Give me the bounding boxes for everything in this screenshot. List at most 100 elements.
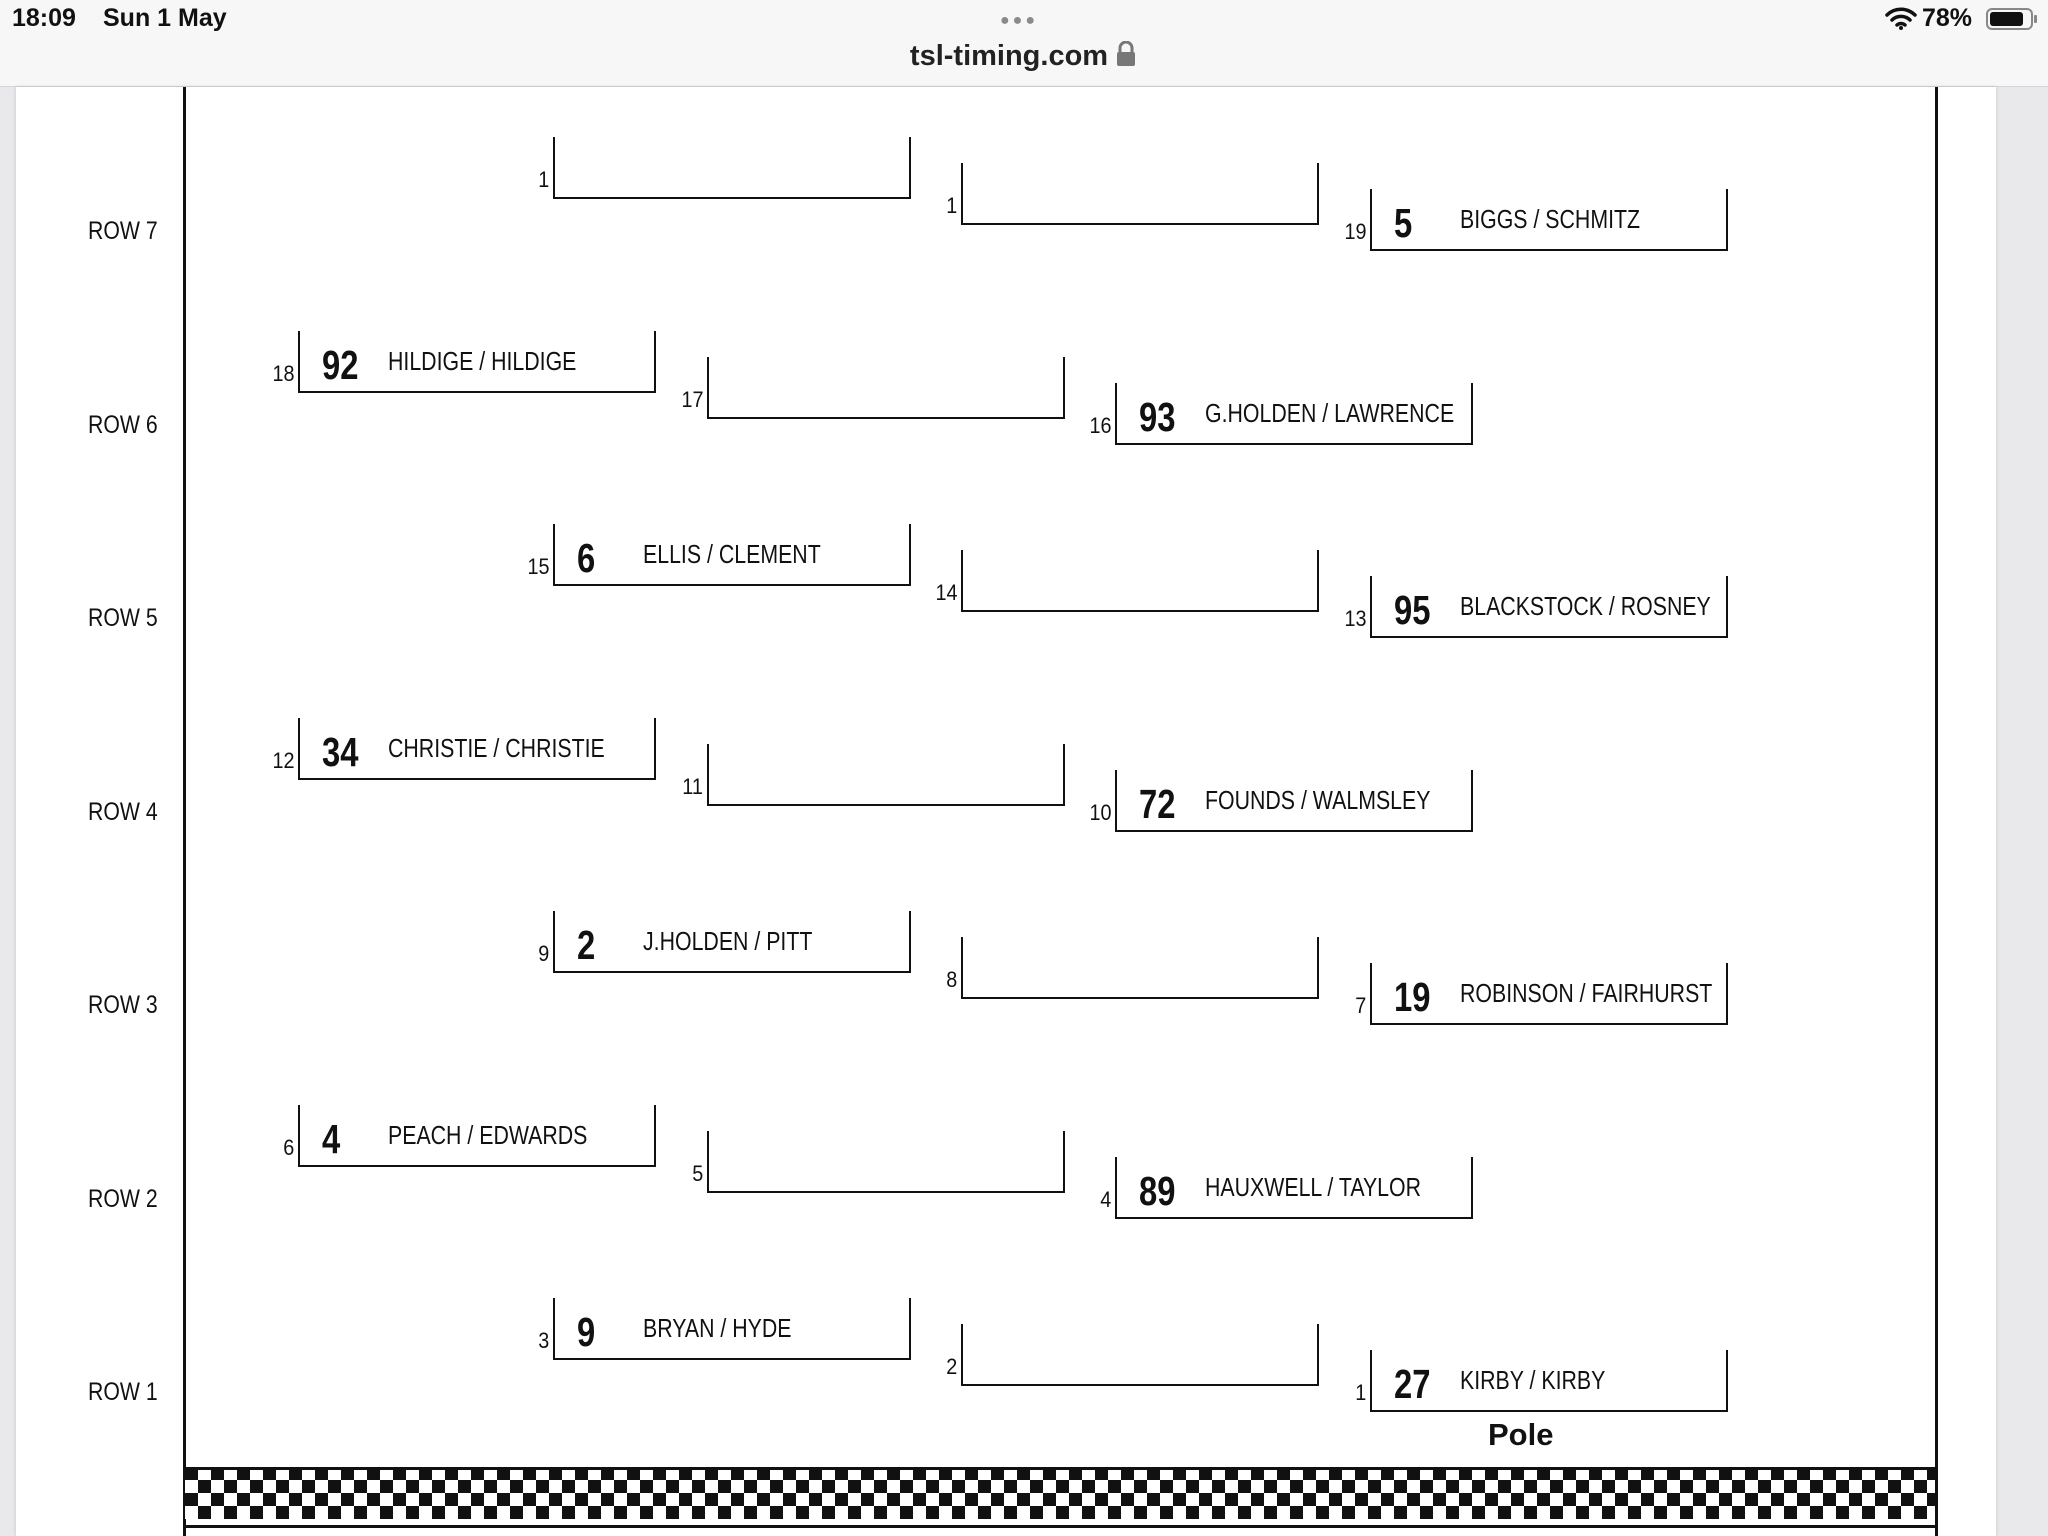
grid-slot: 2 [946, 1324, 1319, 1386]
car-number: 34 [322, 728, 359, 775]
grid-position: 11 [682, 773, 703, 799]
grid-position: 18 [271, 360, 294, 386]
bottom-rule [185, 1525, 1935, 1528]
grid-position: 13 [1343, 606, 1366, 631]
slot-box [298, 330, 656, 393]
car-number: 4 [322, 1115, 341, 1162]
driver-names: BIGGS / SCHMITZ [1460, 204, 1641, 234]
slot-box [553, 137, 911, 199]
grid-position: 1 [1354, 1380, 1366, 1405]
car-number: 93 [1139, 393, 1176, 440]
grid-slot: 19 5 BIGGS / SCHMITZ [1344, 189, 1728, 251]
car-number: 89 [1139, 1167, 1176, 1214]
grid-position: 16 [1088, 412, 1111, 438]
slot-box [961, 1324, 1319, 1386]
battery-percent: 78% [1922, 4, 1973, 32]
grid-position: 17 [680, 386, 703, 412]
slot-box [707, 743, 1065, 806]
grid-position: 5 [691, 1160, 703, 1186]
grid-position: 14 [934, 580, 957, 605]
slot-box [553, 1298, 911, 1360]
grid-position: 3 [537, 1328, 549, 1353]
slot-box [1370, 189, 1728, 251]
grid-slot: 18 92 HILDIGE / HILDIGE [272, 330, 656, 393]
slot-box [961, 937, 1319, 999]
slot-box [553, 911, 911, 973]
pole-label: Pole [1488, 1417, 1554, 1452]
slot-box [707, 356, 1065, 419]
driver-names: HAUXWELL / TAYLOR [1205, 1171, 1422, 1202]
row-label: ROW 5 [88, 604, 158, 632]
grid-position: 12 [271, 747, 294, 773]
car-number: 27 [1394, 1361, 1431, 1407]
grid-slot: 11 [682, 743, 1065, 806]
grid-position: 6 [282, 1134, 294, 1160]
driver-names: BRYAN / HYDE [643, 1313, 792, 1343]
driver-names: J.HOLDEN / PITT [643, 926, 813, 956]
row-label: ROW 2 [88, 1184, 158, 1213]
car-number: 5 [1394, 200, 1413, 246]
slot-box [553, 524, 911, 586]
grid-slot: 5 [692, 1130, 1065, 1193]
slot-box [298, 717, 656, 780]
grid-slot: 1 [538, 137, 911, 199]
grid-position: 10 [1088, 799, 1111, 825]
lock-icon [1117, 41, 1136, 66]
car-number: 72 [1139, 780, 1176, 827]
grid-slot: 13 95 BLACKSTOCK / ROSNEY [1344, 576, 1728, 638]
driver-names: HILDIGE / HILDIGE [388, 345, 577, 376]
car-number: 2 [577, 922, 596, 968]
car-number: 95 [1394, 587, 1431, 633]
slot-box [1115, 382, 1473, 445]
row-label: ROW 6 [88, 410, 158, 439]
grid-position: 2 [945, 1354, 957, 1379]
grid-slot: 1 [946, 163, 1319, 225]
driver-names: CHRISTIE / CHRISTIE [388, 732, 605, 763]
grid-slot: 12 34 CHRISTIE / CHRISTIE [272, 717, 656, 780]
grid-position: 8 [945, 967, 957, 992]
grid-position: 1 [945, 193, 957, 218]
grid-position: 9 [537, 941, 549, 966]
slot-box [961, 550, 1319, 612]
slot-box [1370, 963, 1728, 1025]
driver-names: ROBINSON / FAIRHURST [1460, 978, 1713, 1008]
status-bar: 18:09 Sun 1 May ●●● tsl-timing.com 78% [0, 0, 2048, 87]
grid-slot: 14 [935, 550, 1319, 612]
slot-box [961, 163, 1319, 225]
driver-names: BLACKSTOCK / ROSNEY [1460, 591, 1711, 621]
row-label: ROW 7 [88, 217, 158, 245]
chequered-flag-band [185, 1467, 1935, 1519]
grid-slot: 17 [681, 356, 1065, 419]
grid-slot: 8 [946, 937, 1319, 999]
slot-box [1370, 1350, 1728, 1412]
address-bar[interactable]: tsl-timing.com [0, 40, 2048, 73]
driver-names: KIRBY / KIRBY [1460, 1365, 1606, 1395]
frame-right-border [1935, 87, 1938, 1536]
slot-box [1115, 769, 1473, 832]
slot-box [1370, 576, 1728, 638]
battery-icon [1986, 8, 2037, 30]
more-dots-icon[interactable]: ●●● [1000, 12, 1038, 29]
grid-slot: 1 27 KIRBY / KIRBY [1355, 1350, 1728, 1412]
slot-box [298, 1104, 656, 1167]
grid-sheet [16, 87, 1996, 1536]
grid-position: 15 [526, 554, 549, 579]
wifi-icon [1885, 7, 1917, 30]
row-label: ROW 3 [88, 991, 158, 1019]
status-date: Sun 1 May [103, 4, 227, 32]
grid-slot: 9 2 J.HOLDEN / PITT [538, 911, 911, 973]
grid-position: 19 [1343, 219, 1366, 244]
status-time: 18:09 [12, 4, 76, 32]
car-number: 92 [322, 341, 359, 388]
url-text[interactable]: tsl-timing.com [909, 40, 1109, 72]
row-label: ROW 1 [88, 1378, 158, 1406]
frame-left-border [183, 87, 186, 1536]
grid-position: 1 [537, 167, 549, 192]
driver-names: ELLIS / CLEMENT [643, 539, 821, 569]
driver-names: PEACH / EDWARDS [388, 1119, 588, 1150]
